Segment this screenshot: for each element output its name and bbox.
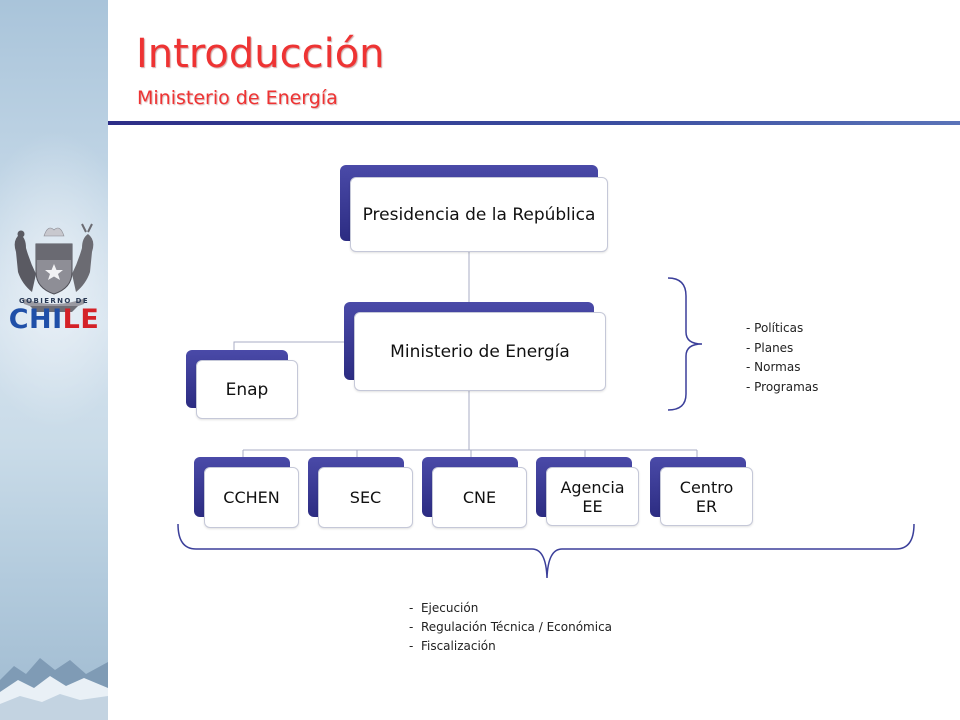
ministry-role-item: - Normas — [746, 360, 801, 374]
ministry-role-item: - Políticas — [746, 321, 804, 335]
chile-logo: CHILE — [0, 306, 108, 333]
node-agency-cchen: CCHEN — [194, 457, 300, 529]
node-ministerio: Ministerio de Energía — [344, 302, 606, 392]
ministry-roles-list: - Políticas - Planes - Normas - Programa… — [746, 319, 818, 397]
page-subtitle: Ministerio de Energía — [137, 87, 338, 109]
chile-logo-red-part: LE — [62, 304, 100, 335]
title-underline — [108, 121, 960, 125]
chile-logo-blue-part: CHI — [8, 304, 63, 335]
side-banner: GOBIERNO DE CHILE — [0, 0, 108, 720]
brace-marks — [177, 277, 915, 579]
agency-role-item: - Regulación Técnica / Económica — [409, 620, 613, 634]
coat-of-arms-icon — [14, 223, 94, 312]
page-title: Introducción — [136, 31, 385, 77]
node-agency-label: CNE — [432, 467, 527, 528]
node-ministerio-label: Ministerio de Energía — [354, 312, 606, 391]
node-agency-centro-er: Centro ER — [650, 457, 756, 529]
node-presidencia: Presidencia de la República — [340, 165, 608, 253]
agency-role-item: - Ejecución — [409, 601, 479, 615]
node-agency-label: Agencia EE — [546, 467, 639, 526]
mountain-illustration — [0, 658, 108, 720]
node-agency-cne: CNE — [422, 457, 528, 529]
ministry-role-item: - Programas — [746, 379, 819, 394]
ministry-role-item: - Planes — [746, 340, 794, 355]
node-agency-label: Centro ER — [660, 467, 753, 526]
node-enap-label: Enap — [196, 360, 298, 419]
node-agency-sec: SEC — [308, 457, 414, 529]
node-enap: Enap — [186, 350, 298, 420]
agency-roles-list: - Ejecución - Regulación Técnica / Econó… — [409, 599, 612, 656]
agency-role-item: - Fiscalización — [409, 639, 496, 653]
node-agency-label: CCHEN — [204, 467, 299, 528]
node-agency-agencia-ee: Agencia EE — [536, 457, 642, 529]
node-presidencia-label: Presidencia de la República — [350, 177, 608, 252]
node-agency-label: SEC — [318, 467, 413, 528]
government-label: GOBIERNO DE — [18, 297, 90, 305]
